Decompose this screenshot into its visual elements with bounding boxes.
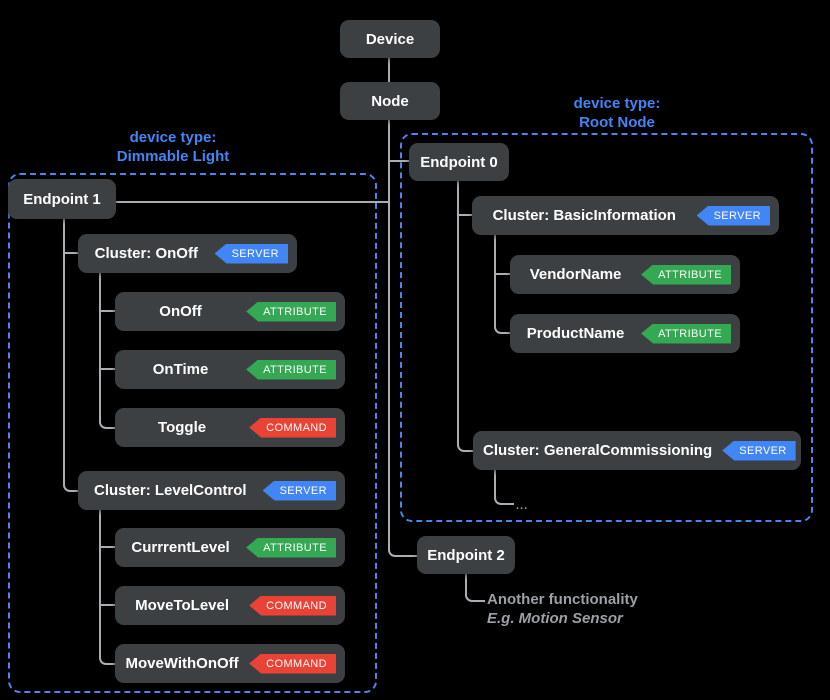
server-badge: SERVER xyxy=(214,243,288,264)
connector-device-node xyxy=(388,58,390,82)
node-label: Cluster: OnOff xyxy=(94,245,198,262)
node-cluster-basicinformation: Cluster: BasicInformation SERVER xyxy=(472,196,779,235)
node-label: VendorName xyxy=(529,266,622,283)
node-endpoint2: Endpoint 2 xyxy=(417,536,515,574)
node-label: Cluster: LevelControl xyxy=(94,482,247,499)
annotation-line2: E.g. Motion Sensor xyxy=(487,610,623,627)
node-label: Endpoint 2 xyxy=(427,546,505,564)
group-label-root-node: device type: Root Node xyxy=(517,94,717,132)
connector-endpoint0-children xyxy=(457,181,459,441)
connector-to-cluster-levelcontrol xyxy=(63,479,80,492)
group-label-line2: Dimmable Light xyxy=(116,148,230,165)
node-endpoint0: Endpoint 0 xyxy=(409,143,509,181)
node-toggle-command: Toggle COMMAND xyxy=(115,408,345,447)
attribute-badge: ATTRIBUTE xyxy=(246,301,336,322)
server-badge: SERVER xyxy=(262,480,336,501)
node-label: Endpoint 0 xyxy=(420,153,498,171)
attribute-badge: ATTRIBUTE xyxy=(246,359,336,380)
node-label: Device xyxy=(365,30,415,48)
connector-node-trunk xyxy=(388,120,390,545)
node-label: MoveWithOnOff xyxy=(125,655,239,672)
connector-onoff-children xyxy=(99,273,101,419)
node-node: Node xyxy=(340,82,440,120)
node-productname-attribute: ProductName ATTRIBUTE xyxy=(510,314,740,353)
connector-to-onoff xyxy=(99,310,115,312)
node-label: OnOff xyxy=(159,303,202,320)
node-label: Cluster: GeneralCommissioning xyxy=(483,442,713,459)
connector-to-currrentlevel xyxy=(99,546,115,548)
command-badge: COMMAND xyxy=(249,417,336,438)
connector-trunk-endpoint2 xyxy=(388,545,419,557)
connector-to-productname xyxy=(494,324,512,334)
node-label: CurrrentLevel xyxy=(131,539,230,556)
node-ontime-attribute: OnTime ATTRIBUTE xyxy=(115,350,345,389)
attribute-badge: ATTRIBUTE xyxy=(641,323,731,344)
node-vendorname-attribute: VendorName ATTRIBUTE xyxy=(510,255,740,294)
connector-trunk-endpoint0 xyxy=(389,160,409,162)
connector-endpoint2-annotation xyxy=(465,574,485,602)
node-currrentlevel-attribute: CurrrentLevel ATTRIBUTE xyxy=(115,528,345,567)
connector-to-movewithonoff xyxy=(99,655,117,665)
connector-to-generalcommissioning xyxy=(457,441,475,452)
group-dimmable-light xyxy=(8,173,377,693)
connector-levelcontrol-children xyxy=(99,510,101,655)
connector-generalcommissioning-more xyxy=(494,470,514,505)
node-movetolevel-command: MoveToLevel COMMAND xyxy=(115,586,345,625)
node-label: MoveToLevel xyxy=(135,597,230,614)
connector-to-movetolevel xyxy=(99,604,115,606)
node-label: Node xyxy=(371,92,409,110)
group-label-line2: Root Node xyxy=(579,114,655,131)
group-label-dimmable-light: device type: Dimmable Light xyxy=(73,128,273,166)
node-cluster-generalcommissioning: Cluster: GeneralCommissioning SERVER xyxy=(473,431,801,470)
endpoint2-annotation: Another functionality E.g. Motion Sensor xyxy=(487,590,638,628)
node-label: OnTime xyxy=(152,361,209,378)
server-badge: SERVER xyxy=(696,205,770,226)
command-badge: COMMAND xyxy=(249,595,336,616)
connector-endpoint1-children xyxy=(63,219,65,479)
connector-trunk-endpoint1 xyxy=(116,201,388,203)
annotation-line1: Another functionality xyxy=(487,591,638,608)
attribute-badge: ATTRIBUTE xyxy=(246,537,336,558)
node-label: Cluster: BasicInformation xyxy=(492,207,676,224)
connector-to-toggle xyxy=(99,419,117,429)
connector-to-ontime xyxy=(99,368,115,370)
group-root-node xyxy=(400,133,813,522)
node-onoff-attribute: OnOff ATTRIBUTE xyxy=(115,292,345,331)
node-device: Device xyxy=(340,20,440,58)
command-badge: COMMAND xyxy=(249,653,336,674)
group-label-line1: device type: xyxy=(573,95,661,112)
node-label: ProductName xyxy=(526,325,625,342)
node-endpoint1: Endpoint 1 xyxy=(8,179,116,219)
ellipsis-more-clusters: ... xyxy=(516,500,529,512)
node-label: Toggle xyxy=(158,419,207,436)
server-badge: SERVER xyxy=(722,440,796,461)
connector-basicinformation-children xyxy=(494,235,496,324)
node-cluster-onoff: Cluster: OnOff SERVER xyxy=(78,234,297,273)
node-cluster-levelcontrol: Cluster: LevelControl SERVER xyxy=(78,471,345,510)
connector-to-vendorname xyxy=(494,273,510,275)
connector-to-cluster-onoff xyxy=(63,252,78,254)
connector-to-basicinformation xyxy=(457,214,472,216)
node-movewithonoff-command: MoveWithOnOff COMMAND xyxy=(115,644,345,683)
group-label-line1: device type: xyxy=(129,129,217,146)
attribute-badge: ATTRIBUTE xyxy=(641,264,731,285)
node-label: Endpoint 1 xyxy=(23,190,101,208)
